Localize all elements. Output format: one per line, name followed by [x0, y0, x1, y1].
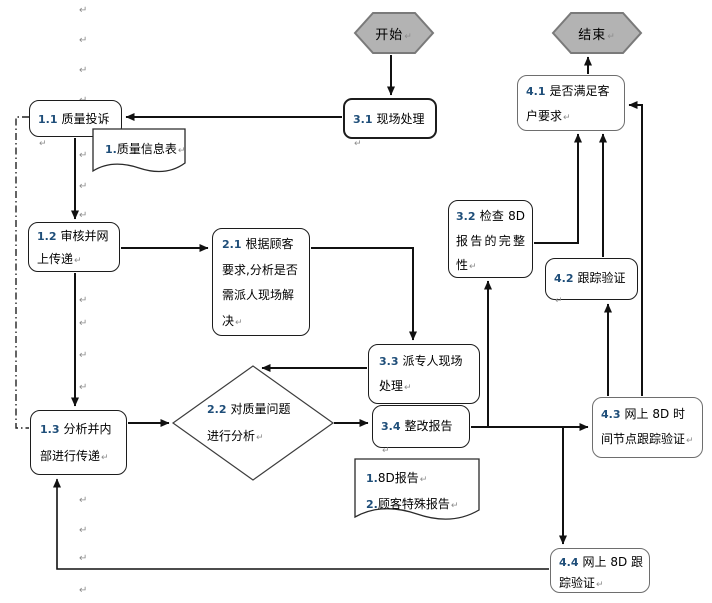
doc-line-number: 1. [105, 143, 117, 156]
doc-line: 2.顾客特殊报告↵ [366, 492, 458, 518]
node-label: 分析并内部进行传递 [40, 422, 112, 463]
return-mark: ↵ [469, 262, 477, 272]
document-quality-info-label: 1.质量信息表↵ [105, 137, 185, 163]
start-text: 开始 [375, 28, 404, 43]
doc-line-text: 8D报告 [377, 471, 419, 485]
node-number: 3.2 [456, 210, 476, 223]
node-label: 根据顾客要求,分析是否需派人现场解决 [222, 237, 298, 328]
node-label: 检查 8D 报告的完整性 [456, 209, 525, 272]
arrow-4-4-to-1-3 [53, 478, 549, 570]
node-label: 审核并网上传递 [37, 229, 109, 266]
node-label: 是否满足客户要求 [526, 84, 610, 123]
return-mark: ↵ [382, 446, 390, 456]
node-number: 2.2 [207, 403, 227, 416]
return-mark: ↵ [235, 317, 243, 328]
return-mark: ↵ [354, 139, 362, 149]
doc-line-text: 质量信息表 [116, 142, 177, 156]
return-mark: ↵ [101, 453, 109, 463]
document-8d-reports-label: 1.8D报告↵ 2.顾客特殊报告↵ [366, 466, 458, 518]
return-mark: ↵ [563, 113, 571, 123]
return-mark: ↵ [79, 495, 88, 506]
node-label: 派专人现场处理 [379, 354, 463, 393]
arrow-2-1-to-3-3 [311, 247, 417, 341]
return-mark: ↵ [39, 139, 47, 149]
node-number: 3.4 [381, 420, 401, 433]
node-label: 网上 8D 跟踪验证 [559, 555, 644, 590]
return-mark: ↵ [79, 525, 88, 536]
return-mark: ↵ [79, 382, 88, 393]
return-mark: ↵ [79, 210, 88, 221]
doc-line: 1.8D报告↵ [366, 466, 458, 492]
return-mark: ↵ [79, 35, 88, 46]
return-mark: ↵ [607, 32, 616, 42]
doc-line-number: 1. [366, 472, 378, 485]
return-mark: ↵ [74, 256, 82, 266]
return-mark: ↵ [79, 5, 88, 16]
node-number: 1.3 [40, 423, 60, 436]
node-number: 3.1 [353, 113, 373, 126]
return-mark: ↵ [256, 433, 264, 443]
node-number: 4.4 [559, 556, 579, 569]
node-label: 现场处理 [376, 112, 425, 126]
dashdot-feedback-1-1-to-1-3 [15, 116, 29, 429]
node-number: 4.2 [554, 272, 574, 285]
return-mark: ↵ [404, 32, 413, 42]
return-mark: ↵ [79, 295, 88, 306]
start-node-label[interactable]: 开始↵ [355, 24, 433, 43]
doc-line-number: 2. [366, 498, 378, 511]
node-label: 跟踪验证 [577, 271, 626, 285]
return-mark: ↵ [79, 181, 88, 192]
return-mark: ↵ [79, 318, 88, 329]
end-text: 结束 [578, 28, 607, 43]
arrow-4-3-to-4-1 [628, 101, 643, 396]
return-mark: ↵ [596, 580, 604, 590]
return-mark: ↵ [79, 585, 88, 596]
node-number: 4.3 [601, 408, 621, 421]
return-mark: ↵ [177, 146, 186, 156]
return-mark: ↵ [79, 350, 88, 361]
node-number: 1.1 [38, 113, 58, 126]
node-number: 4.1 [526, 85, 546, 98]
node-number: 2.1 [222, 238, 242, 251]
return-mark: ↵ [555, 296, 563, 306]
node-label: 质量投诉 [61, 112, 110, 126]
node-number: 1.2 [37, 230, 57, 243]
return-mark: ↵ [79, 65, 88, 76]
node-label: 网上 8D 时间节点跟踪验证 [601, 407, 686, 446]
end-node-label[interactable]: 结束↵ [553, 24, 641, 43]
return-mark: ↵ [686, 436, 694, 446]
node-number: 3.3 [379, 355, 399, 368]
return-mark: ↵ [79, 150, 88, 161]
return-mark: ↵ [419, 475, 428, 485]
node-label: 整改报告 [404, 419, 453, 433]
return-mark: ↵ [79, 553, 88, 564]
return-mark: ↵ [404, 383, 412, 393]
arrow-3-2-to-4-1 [534, 133, 582, 244]
doc-line-text: 顾客特殊报告 [377, 497, 450, 511]
return-mark: ↵ [450, 501, 459, 511]
